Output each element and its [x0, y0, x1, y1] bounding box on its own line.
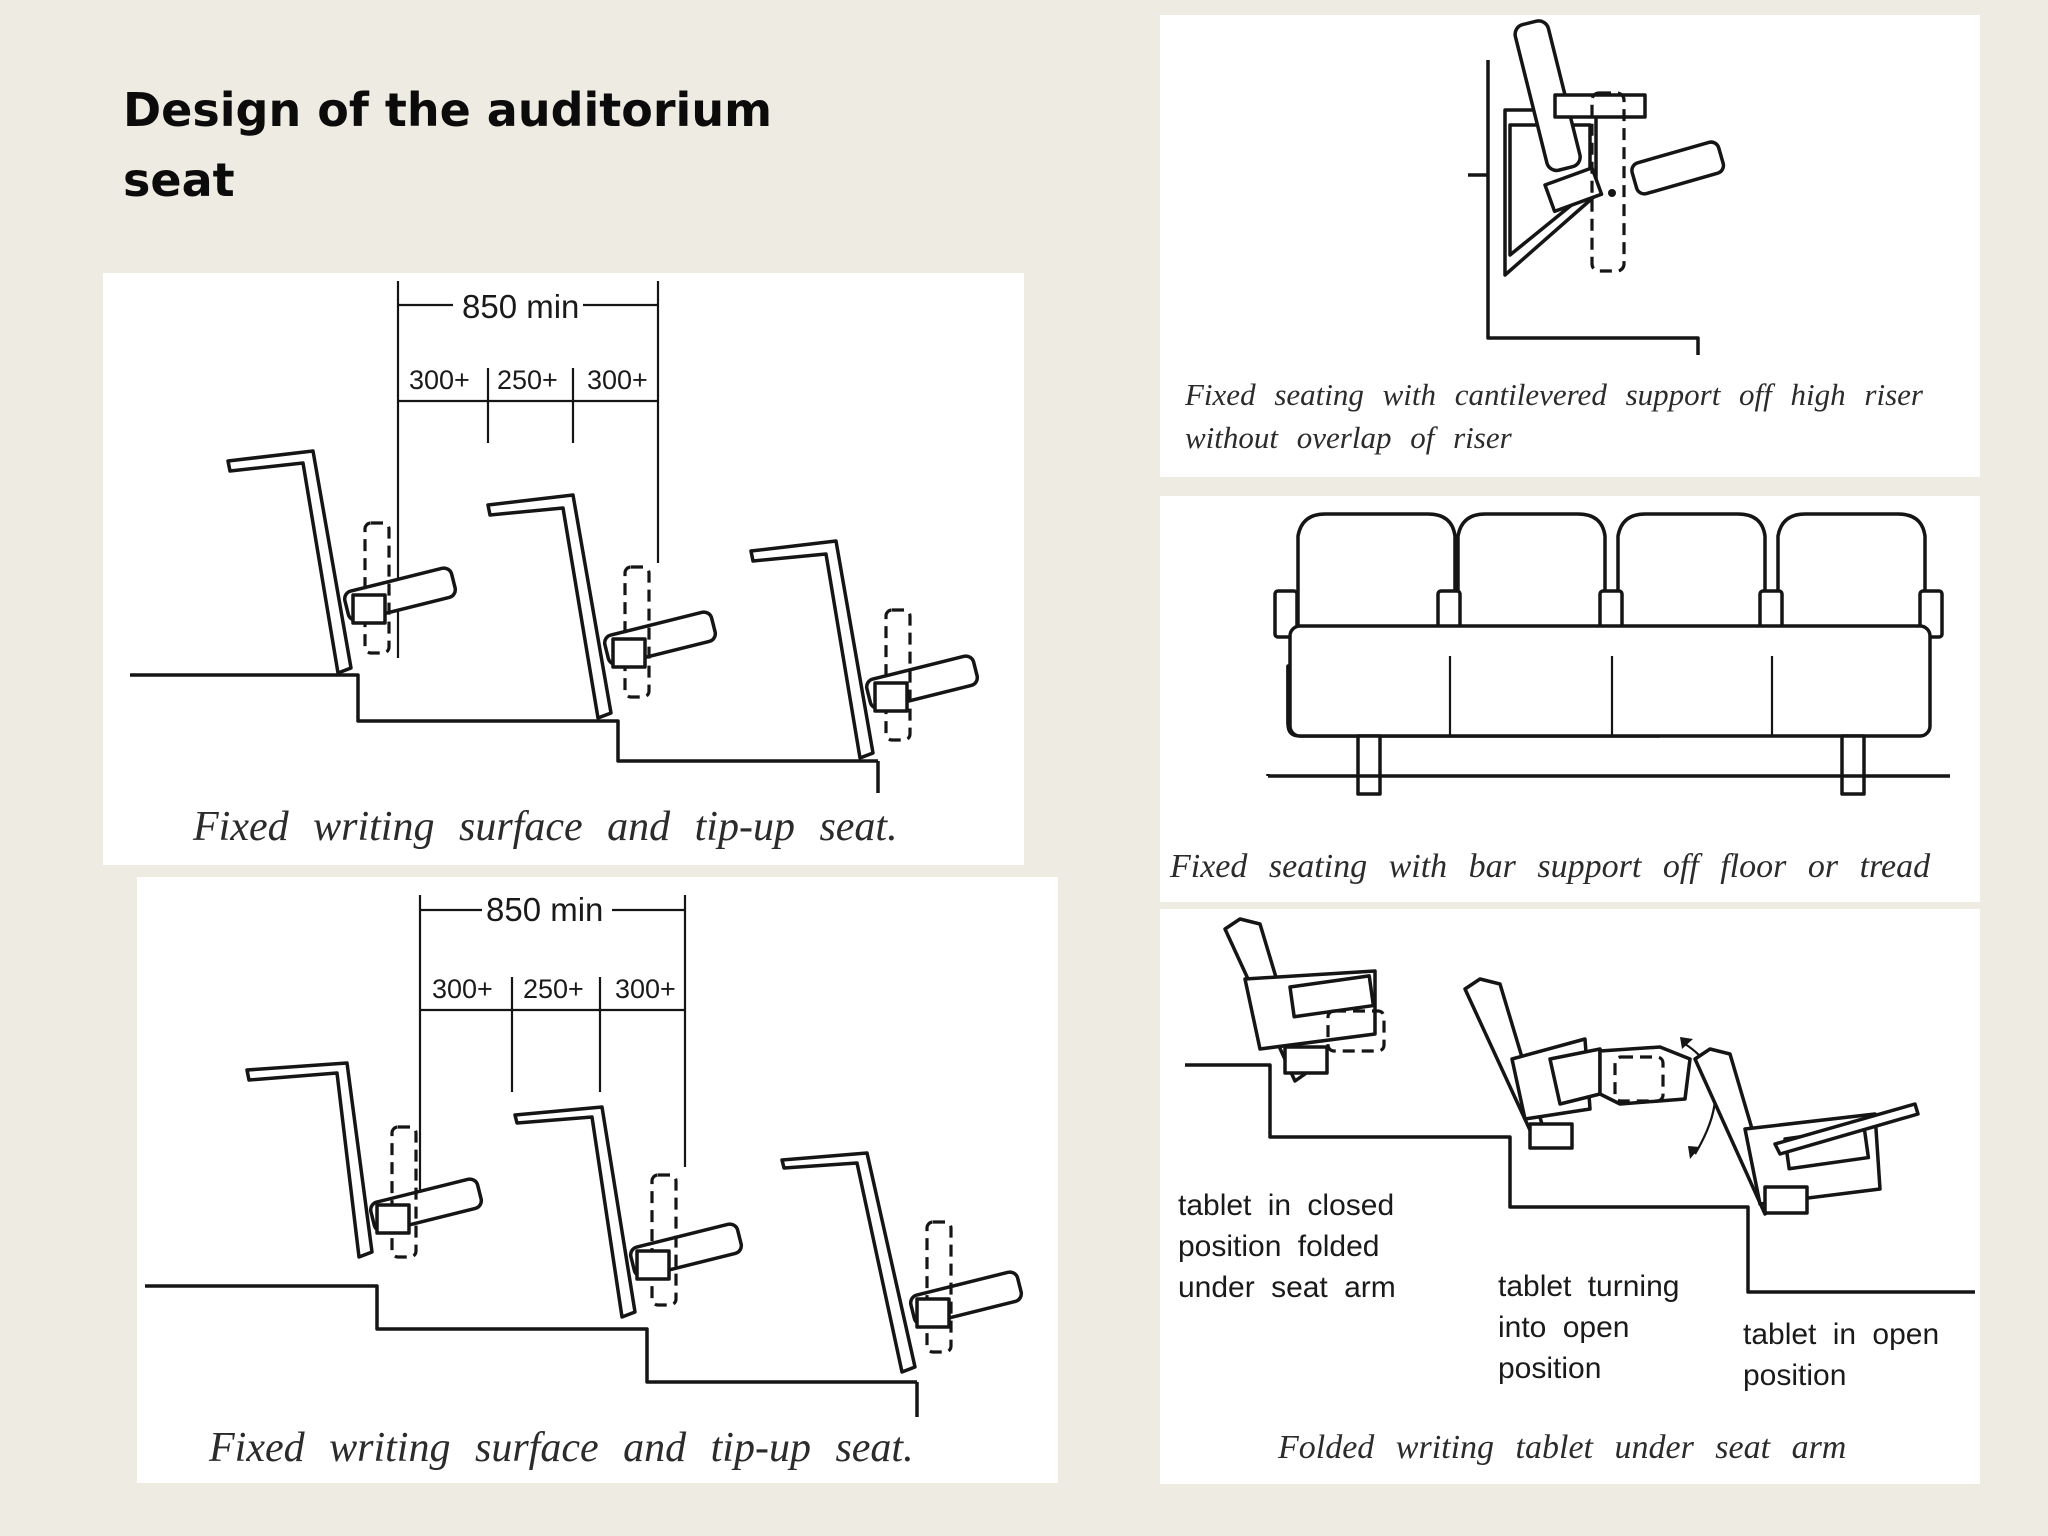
note-line: tablet in closed	[1178, 1189, 1395, 1222]
floor-support-bar	[1266, 734, 1950, 796]
high-riser	[1468, 60, 1700, 355]
caption: Folded writing tablet under seat arm	[1278, 1429, 1847, 1466]
note-tablet-open: tablet in open position	[1743, 1314, 1939, 1396]
bar-support-seat-drawing	[1266, 512, 1950, 796]
seat-closed-tablet	[1223, 917, 1386, 1083]
panel-fixed-writing-surface-bottom: 850 min 300+ 250+ 300+ Fixed writing sur…	[137, 877, 1058, 1483]
stepped-floor	[1185, 1063, 1975, 1294]
dimension-total: 850 min	[482, 891, 608, 929]
dimension-c: 300+	[615, 974, 676, 1004]
folding-tablet-drawing	[1185, 917, 1975, 1294]
dimension-a: 300+	[432, 974, 493, 1004]
dimension-a: 300+	[409, 365, 470, 395]
note-tablet-closed: tablet in closed position folded under s…	[1178, 1185, 1396, 1308]
caption: Fixed writing surface and tip-up seat.	[209, 1425, 914, 1471]
slide-title-line-1: Design of the auditorium	[123, 83, 773, 137]
seat-section-drawing-bottom	[145, 895, 1024, 1417]
panel-fixed-writing-surface-top: 850 min 300+ 250+ 300+ Fixed writing sur…	[103, 273, 1024, 865]
dimension-b: 250+	[497, 365, 558, 395]
panel-cantilevered-support: Fixed seating with cantilevered support …	[1160, 15, 1980, 477]
dimension-total: 850 min	[458, 288, 584, 326]
cantilever-seat-drawing	[1468, 19, 1726, 355]
slide-title: Design of the auditorium seat	[123, 75, 823, 215]
note-line: into open	[1498, 1311, 1630, 1344]
cantilever-seat	[1503, 19, 1726, 277]
dimension-lines	[418, 895, 687, 1207]
note-line: under seat arm	[1178, 1271, 1396, 1304]
note-line: position	[1498, 1352, 1602, 1385]
seat-1	[226, 449, 458, 675]
note-line: position folded	[1178, 1230, 1380, 1263]
stepped-floor	[145, 1284, 919, 1417]
note-line: tablet in open	[1743, 1318, 1940, 1351]
dimension-c: 300+	[587, 365, 648, 395]
caption-line-1: Fixed seating with cantilevered support …	[1185, 377, 1923, 412]
seat-row	[1273, 512, 1944, 738]
slide-title-line-2: seat	[123, 153, 235, 207]
seat-3	[749, 539, 980, 760]
caption: Fixed writing surface and tip-up seat.	[193, 804, 898, 850]
seat-turning-tablet	[1463, 977, 1717, 1159]
stepped-floor	[130, 673, 880, 793]
seat-section-drawing-top	[130, 281, 980, 793]
seat-2	[486, 493, 718, 720]
panel-folded-tablet: tablet in closed position folded under s…	[1160, 909, 1980, 1484]
caption-line-2: without overlap of riser	[1185, 420, 1512, 455]
note-line: tablet turning	[1498, 1270, 1680, 1303]
seat-3	[780, 1151, 1024, 1374]
seat-1	[245, 1061, 484, 1259]
dimension-b: 250+	[523, 974, 584, 1004]
caption: Fixed seating with bar support off floor…	[1170, 848, 1931, 885]
seat-open-tablet	[1693, 1047, 1920, 1216]
note-line: position	[1743, 1359, 1847, 1392]
seat-2	[513, 1105, 744, 1319]
note-tablet-turning: tablet turning into open position	[1498, 1266, 1679, 1389]
panel-bar-support: Fixed seating with bar support off floor…	[1160, 496, 1980, 902]
